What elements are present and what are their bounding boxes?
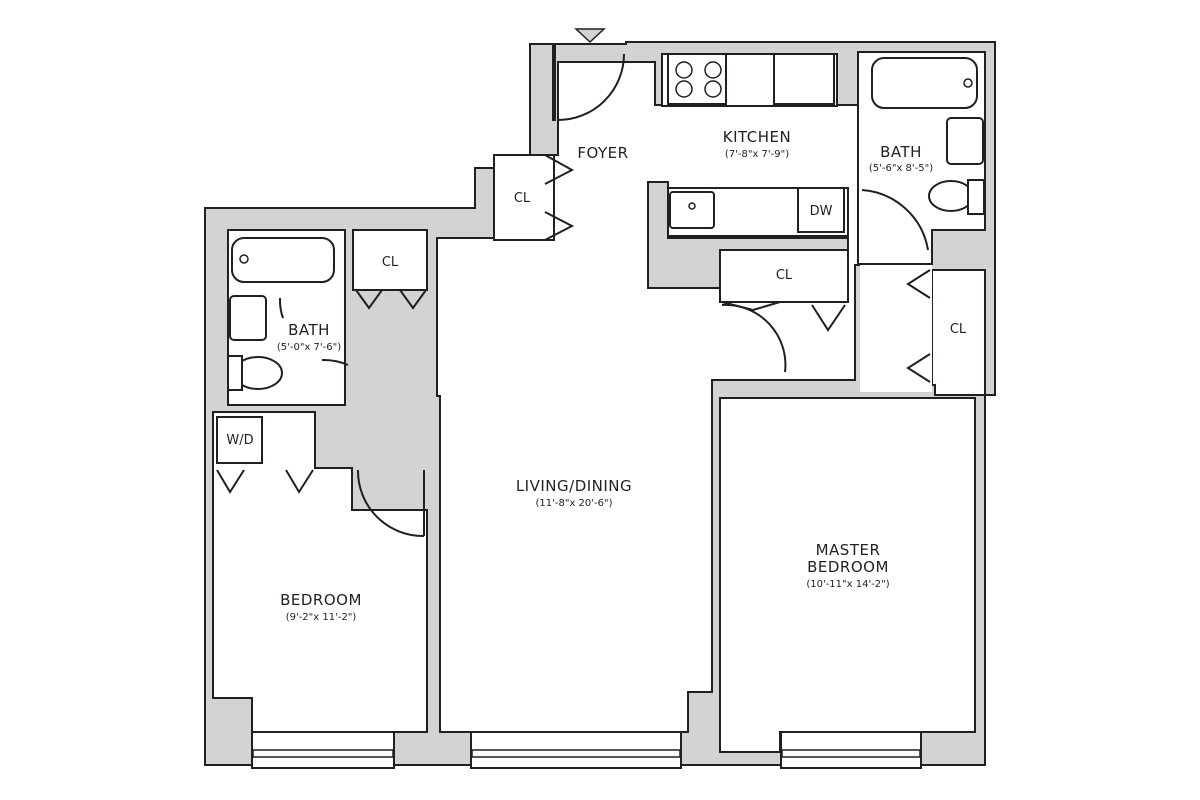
closet-label-kitchen: CL <box>776 268 793 283</box>
toilet-icon <box>928 180 974 212</box>
bath-fixtures <box>216 57 985 464</box>
room-label-second-bath: BATH <box>288 321 330 339</box>
closet-label-foyer: CL <box>514 191 531 206</box>
room-doors <box>356 303 787 538</box>
closet-label-bath: CL <box>382 255 399 270</box>
dishwasher-icon <box>797 187 845 233</box>
washer-dryer-label: W/D <box>226 433 253 448</box>
entry-door[interactable] <box>557 28 625 122</box>
bathtub-icon <box>871 57 978 109</box>
room-label-bedroom: BEDROOM <box>280 591 362 609</box>
room-label-master-bath: BATH <box>880 143 922 161</box>
closet-label-master: CL <box>950 322 967 337</box>
room-label-living-dining: LIVING/DINING <box>516 477 632 495</box>
room-dims-master-bath: (5'-6"x 8'-5") <box>869 163 933 174</box>
room-dims-bedroom: (9'-2"x 11'-2") <box>286 612 357 623</box>
dishwasher-label: DW <box>810 204 833 219</box>
room-dims-kitchen: (7'-8"x 7'-9") <box>725 149 789 160</box>
windows <box>251 731 922 769</box>
room-label-foyer: FOYER <box>577 144 628 162</box>
sink-icon <box>669 191 715 229</box>
room-label-kitchen: KITCHEN <box>723 128 792 146</box>
entry-arrow-icon <box>574 28 606 44</box>
room-dims-living-dining: (11'-8"x 20'-6") <box>536 498 613 509</box>
room-label-master-line2: BEDROOM <box>807 558 889 576</box>
sink-icon <box>229 295 267 341</box>
room-label-master-line1: MASTER <box>816 541 881 559</box>
room-dims-master-bedroom: (10'-11"x 14'-2") <box>806 579 889 590</box>
bathtub-icon <box>231 237 335 283</box>
kitchen-fixtures <box>667 53 849 237</box>
room-dims-second-bath: (5'-0"x 7'-6") <box>277 342 341 353</box>
sink-icon <box>946 117 984 165</box>
washer-dryer-icon <box>216 416 263 464</box>
refrigerator-icon <box>773 53 835 105</box>
closet-doors <box>216 154 931 494</box>
labels: FOYER KITCHEN (7'-8"x 7'-9") BATH (5'-6"… <box>226 128 967 623</box>
